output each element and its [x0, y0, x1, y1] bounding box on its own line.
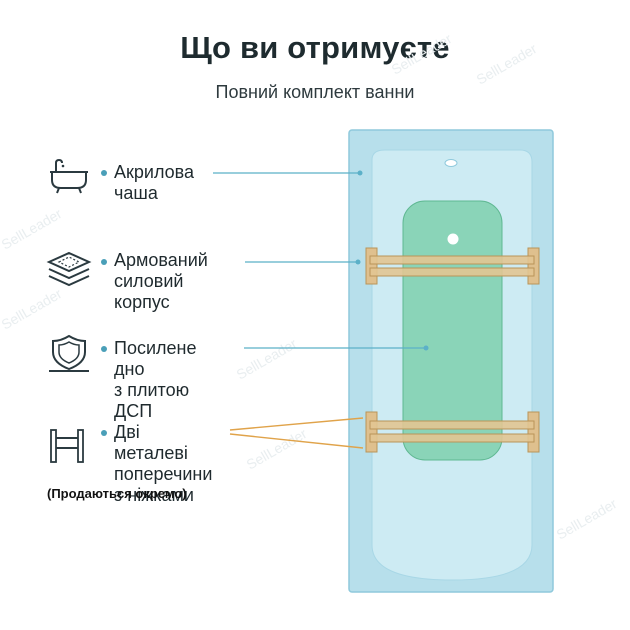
- drain-hole: [447, 233, 459, 245]
- watermark-text: SellLeader: [389, 30, 455, 77]
- feature-label: Армований силовий корпус: [114, 250, 208, 312]
- crossbar-bottom: [365, 411, 540, 453]
- watermark-text: SellLeader: [0, 205, 65, 252]
- sold-separately-note: (Продаються окремо): [47, 486, 187, 501]
- feature-label: Акрилова чаша: [114, 162, 195, 203]
- shield-icon: [49, 334, 89, 372]
- bullet-dot: [101, 259, 107, 265]
- page-title: Що ви отримуєте: [180, 30, 450, 65]
- bullet-dot: [101, 170, 107, 176]
- page-subtitle: Повний комплект ванни: [215, 82, 415, 102]
- callout-line-crossbar-b: [229, 433, 364, 449]
- bullet-dot: [101, 346, 107, 352]
- watermark-text: SellLeader: [474, 40, 540, 87]
- bullet-dot: [101, 430, 107, 436]
- watermark-text: SellLeader: [554, 495, 620, 542]
- metal-frame-icon: [50, 429, 84, 463]
- watermark-text: SellLeader: [244, 425, 310, 472]
- feature-label: Дві металеві поперечини з ніжками: [114, 422, 213, 505]
- layers-icon: [46, 251, 92, 287]
- watermark-text: SellLeader: [0, 285, 65, 332]
- overflow-hole: [444, 159, 458, 167]
- crossbar-top: [365, 247, 540, 285]
- bathtub-icon: [50, 158, 88, 194]
- watermark-text: SellLeader: [234, 335, 300, 382]
- feature-label: Посилене дно з плитою ДСП: [114, 338, 197, 421]
- chipboard-panel: [402, 200, 503, 461]
- callout-lines: [213, 170, 429, 449]
- callout-line-crossbar-a: [229, 417, 364, 431]
